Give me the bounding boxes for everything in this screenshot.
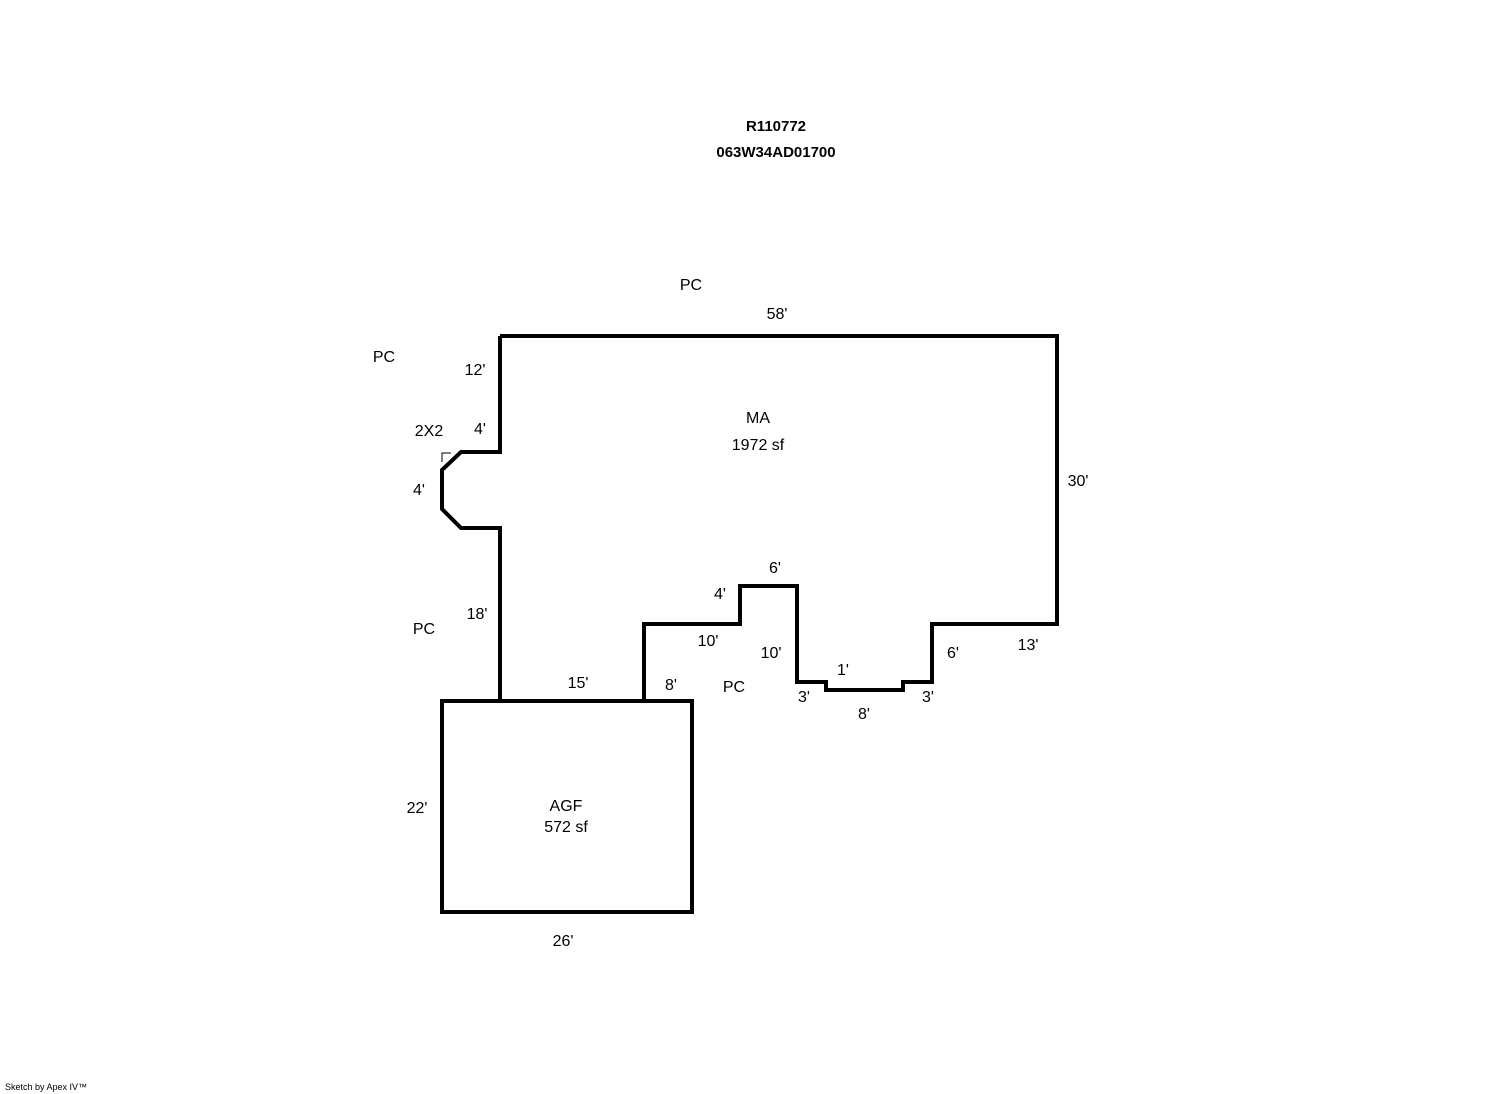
label-pc-left-top: PC [372, 349, 396, 366]
dim-notch-top: 6' [769, 560, 781, 577]
dim-inner-10-horiz: 10' [697, 633, 719, 650]
label-pc-left-mid: PC [412, 621, 436, 638]
label-pc-top: PC [679, 277, 703, 294]
area-size-agf: 572 sf [544, 819, 588, 836]
dim-bay-depth: 1' [837, 662, 849, 679]
dim-step-3-left: 3' [798, 689, 810, 706]
parcel-number: 063W34AD01700 [716, 144, 836, 161]
dim-ma-bottom-15: 15' [567, 675, 589, 692]
dim-ma-left-12: 12' [464, 362, 486, 379]
dim-agf-left: 22' [406, 800, 428, 817]
dim-bay-width: 4' [413, 482, 425, 499]
dim-agf-bottom: 26' [552, 933, 574, 950]
dim-bay-bottom: 8' [858, 706, 870, 723]
dim-ma-left-18: 18' [466, 606, 488, 623]
dim-step-3-right: 3' [922, 689, 934, 706]
area-label-agf: AGF [549, 798, 583, 815]
ma-outline [440, 334, 1059, 703]
dim-inner-10-vert: 10' [760, 645, 782, 662]
dim-bay-top: 4' [474, 421, 486, 438]
dim-notch-left: 4' [714, 586, 726, 603]
area-size-ma: 1972 sf [731, 437, 785, 454]
dim-ma-right-bottom: 13' [1017, 637, 1039, 654]
dim-step-6-right: 6' [947, 645, 959, 662]
record-id: R110772 [745, 118, 807, 135]
dim-ma-top: 58' [766, 306, 788, 323]
agf-outline [440, 699, 694, 914]
dim-inner-8: 8' [665, 677, 677, 694]
label-bay: 2X2 [414, 423, 444, 440]
dim-ma-right: 30' [1067, 473, 1089, 490]
label-pc-bottom: PC [722, 679, 746, 696]
angle-marker [441, 452, 451, 462]
sketch-credit: Sketch by Apex IV™ [5, 1082, 88, 1092]
area-label-ma: MA [746, 410, 770, 427]
